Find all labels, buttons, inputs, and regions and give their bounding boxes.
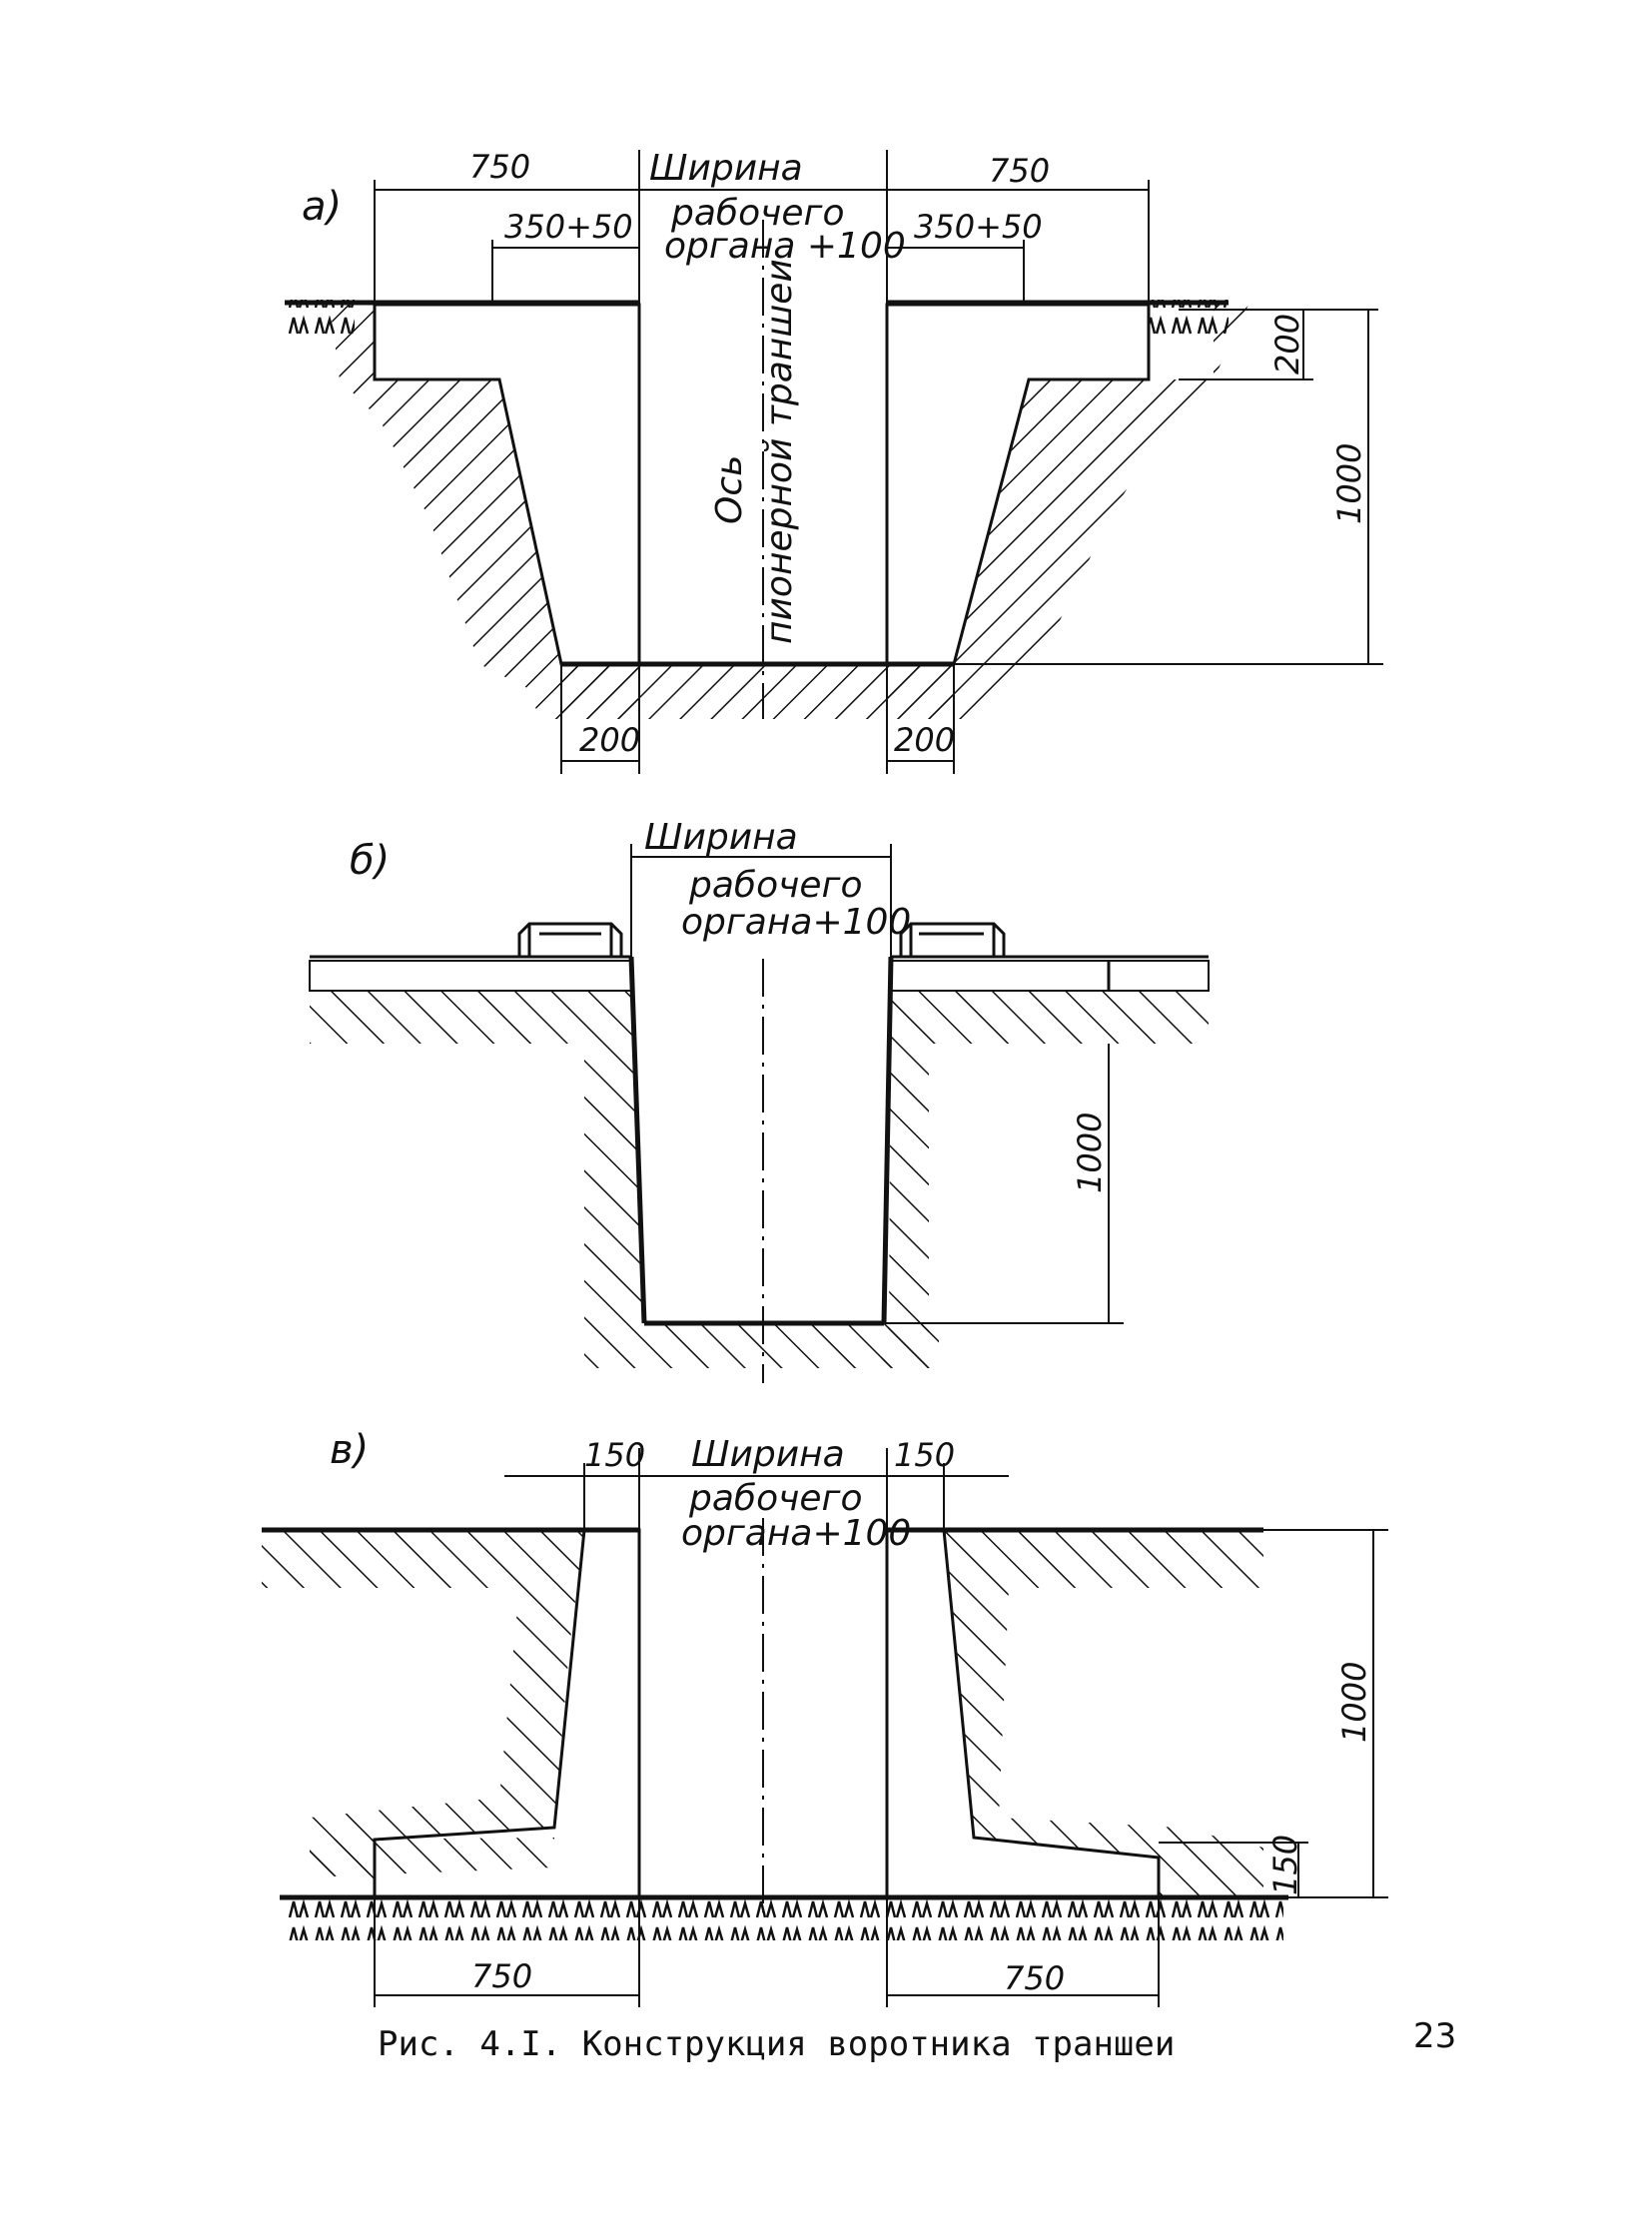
panel-c-dim-bottom-left: 750 <box>471 1957 532 1995</box>
panel-c-dim-top-right: 150 <box>894 1436 955 1474</box>
panel-a-dim-step-left: 350+50 <box>504 208 633 246</box>
panel-b-width-line2: рабочего <box>688 865 863 906</box>
panel-a-width-line3: органа +100 <box>664 226 906 267</box>
panel-b-width-line3: органа+100 <box>681 902 911 943</box>
panel-b-width-line1: Ширина <box>644 817 798 858</box>
panel-a-dim-top-left: 750 <box>469 148 530 186</box>
panel-a: а) <box>285 148 1383 774</box>
panel-b-soil-right <box>879 991 1209 1368</box>
panel-b-wall-left <box>628 956 647 1324</box>
panel-a-axis-line2: пионерной траншеи <box>759 259 800 644</box>
panel-b-base-right <box>890 960 1210 992</box>
panel-b-base-left <box>309 960 632 992</box>
panel-c-width-line2: рабочего <box>688 1478 863 1519</box>
panel-a-axis-line1: Ось <box>709 455 750 524</box>
panel-b-dim-depth: 1000 <box>1071 1113 1109 1193</box>
panel-c-dim-depth: 1000 <box>1335 1662 1373 1743</box>
panel-a-soil-bottom <box>561 664 954 719</box>
panel-b: б) Ширина рабочего органа+100 1000 <box>309 817 1210 1383</box>
panel-a-dim-bottom-right: 200 <box>894 721 955 759</box>
panel-c-label: в) <box>330 1427 369 1473</box>
panel-c-dim-top-left: 150 <box>584 1436 645 1474</box>
panel-b-dimensions <box>630 844 1124 1324</box>
panel-b-label: б) <box>350 838 390 884</box>
panel-c-dim-bottom-right: 750 <box>1004 1959 1065 1997</box>
panel-a-width-line2: рабочего <box>670 193 845 234</box>
figure-caption: Рис. 4.I. Конструкция воротника траншеи <box>378 2024 1175 2064</box>
panel-c-soil-right <box>944 1530 1263 1897</box>
panel-b-wall-right <box>881 956 894 1324</box>
panel-c-soil-left2 <box>310 1838 554 1877</box>
panel-a-width-line1: Ширина <box>649 148 803 189</box>
panel-b-rail-left <box>517 922 623 957</box>
panel-a-dim-bottom-left: 200 <box>579 721 640 759</box>
panel-a-label: а) <box>302 184 342 230</box>
panel-a-dim-top-right: 750 <box>989 152 1050 190</box>
panel-a-grass-left <box>285 300 355 340</box>
panel-c-dimensions <box>374 1448 1388 2007</box>
panel-a-dim-collar: 200 <box>1268 314 1306 374</box>
panel-a-dim-depth: 1000 <box>1330 443 1368 524</box>
panel-c-width-line1: Ширина <box>691 1434 845 1475</box>
panel-a-soil <box>330 305 639 719</box>
panel-a-dim-step-right: 350+50 <box>914 208 1043 246</box>
panel-a-grass-right <box>1149 300 1229 340</box>
panel-b-soil-left <box>310 991 939 1368</box>
panel-c-grass <box>285 1895 1283 1940</box>
panel-c: в) <box>262 1427 1388 2007</box>
panel-a-dimensions <box>374 150 1383 774</box>
panel-c-dim-base: 150 <box>1266 1835 1304 1895</box>
panel-a-soil-right <box>887 305 1248 719</box>
panel-b-rail-right <box>899 922 1006 957</box>
panel-c-soil-left <box>262 1530 584 1887</box>
page-number: 23 <box>1413 2016 1456 2056</box>
panel-c-width-line3: органа+100 <box>681 1513 911 1554</box>
